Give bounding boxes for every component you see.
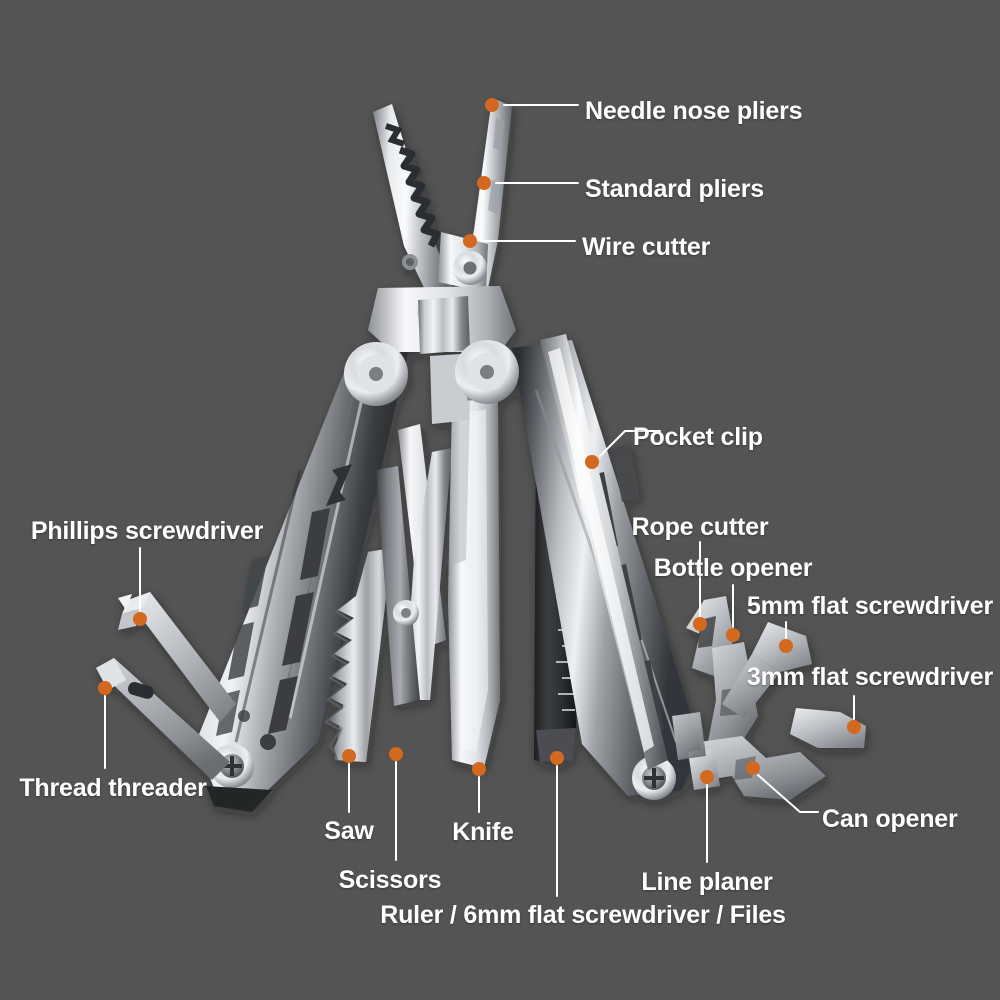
callout-label-saw: Saw bbox=[324, 817, 374, 845]
callout-label-line-planer: Line planer bbox=[641, 868, 773, 896]
callout-label-phillips-screwdriver: Phillips screwdriver bbox=[30, 517, 264, 545]
callout-label-bottle-opener: Bottle opener bbox=[653, 554, 813, 582]
callout-label-thread-threader: Thread threader bbox=[19, 774, 207, 802]
callout-label-can-opener: Can opener bbox=[822, 805, 958, 833]
callout-label-standard-pliers: Standard pliers bbox=[585, 175, 764, 203]
callout-label-rope-cutter: Rope cutter bbox=[631, 513, 769, 541]
callout-label-flat-screwdriver-3mm: 3mm flat screwdriver bbox=[746, 663, 993, 691]
callout-label-ruler-flat-screwdriver-files: Ruler / 6mm flat screwdriver / Files bbox=[380, 901, 786, 929]
callout-label-pocket-clip: Pocket clip bbox=[633, 423, 763, 451]
callout-label-scissors: Scissors bbox=[338, 866, 442, 894]
callout-label-wire-cutter: Wire cutter bbox=[582, 233, 711, 261]
callout-label-knife: Knife bbox=[452, 818, 514, 846]
callout-label-needle-nose-pliers: Needle nose pliers bbox=[585, 97, 803, 125]
callout-label-flat-screwdriver-5mm: 5mm flat screwdriver bbox=[746, 592, 993, 620]
